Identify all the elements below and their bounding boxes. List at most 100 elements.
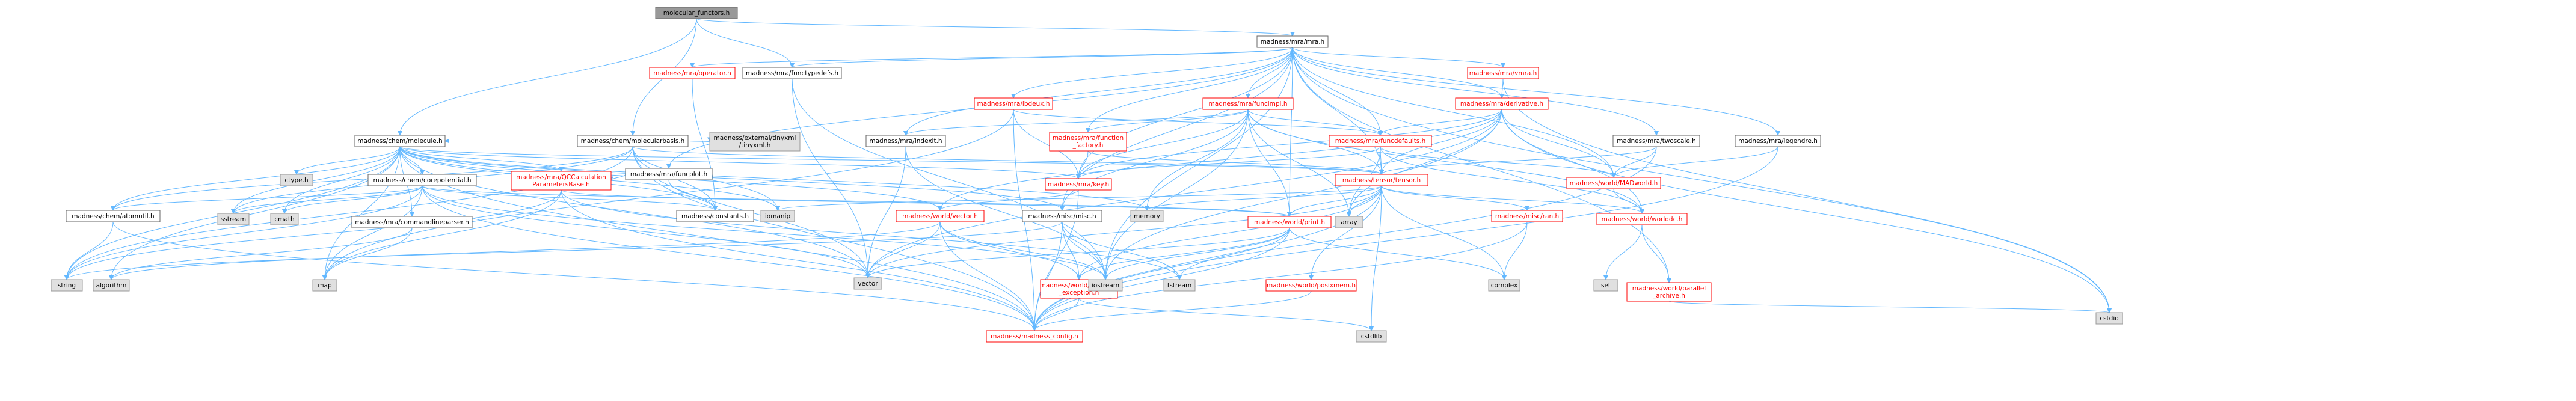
node-label: madness/chem/molecule.h: [357, 138, 442, 145]
edge-derivative-to-madworld: [1501, 109, 1616, 178]
node-label: madness/world/MADworld.h: [1570, 180, 1658, 187]
edge-worlddc-to-parallel: [1641, 224, 1671, 283]
node-box: [709, 132, 801, 152]
node-qccalc[interactable]: madness/mra/QCCalculationParametersBase.…: [511, 171, 612, 191]
node-worldprint[interactable]: madness/world/print.h: [1247, 216, 1332, 228]
edge-lbdeux-to-map: [322, 109, 1014, 280]
edge-mra_h-to-iostream: [1103, 47, 1293, 280]
node-funcdefaults[interactable]: madness/mra/funcdefaults.h: [1329, 135, 1432, 147]
node-tensor[interactable]: madness/tensor/tensor.h: [1335, 174, 1428, 186]
node-derivative[interactable]: madness/mra/derivative.h: [1455, 97, 1549, 110]
node-label: madness/world/print.h: [1254, 219, 1325, 226]
edge-worldvector-to-algorithm: [109, 221, 941, 280]
node-box: [354, 135, 446, 147]
node-label: madness/tensor/tensor.h: [1342, 177, 1421, 184]
node-box: [66, 210, 161, 222]
node-corepotential[interactable]: madness/chem/corepotential.h: [367, 174, 477, 186]
edge-lbdeux-to-funcdefaults: [1013, 109, 1383, 136]
node-operator-h[interactable]: madness/mra/operator.h: [649, 67, 736, 79]
node-label: ParametersBase.h: [532, 181, 590, 188]
edge-root-to-functypedefs: [696, 18, 795, 68]
edge-ran-to-config: [1032, 221, 1528, 331]
node-label: madness/mra/mra.h: [1261, 38, 1324, 46]
node-label: string: [58, 282, 76, 289]
edge-molecule-to-algorithm: [109, 146, 401, 280]
edge-key-to-worldvector: [938, 189, 1079, 211]
node-box: [280, 174, 313, 186]
node-box: [1566, 177, 1661, 189]
edge-worldvector-to-vector: [865, 221, 941, 278]
node-cmdparser[interactable]: madness/mra/commandlineparser.h: [351, 216, 473, 228]
node-label: complex: [1491, 282, 1518, 289]
node-layer: molecular_functors.h madness/mra/mra.h mad…: [51, 7, 2123, 343]
edge-derivative-to-iostream: [1103, 109, 1502, 280]
edge-worldprint-to-vector: [865, 227, 1290, 278]
edge-atomutil-to-string: [64, 221, 114, 280]
node-ran[interactable]: madness/misc/ran.h: [1491, 210, 1563, 222]
node-indexit[interactable]: madness/mra/indexit.h: [865, 135, 946, 147]
node-label: algorithm: [96, 282, 127, 289]
node-label: madness/mra/legendre.h: [1738, 138, 1818, 145]
node-lbdeux[interactable]: madness/mra/lbdeux.h: [974, 97, 1053, 110]
node-label: ctype.h: [284, 177, 308, 184]
node-box: [1455, 97, 1549, 110]
node-funcimpl[interactable]: madness/mra/funcimpl.h: [1202, 97, 1294, 110]
node-memory: memory: [1130, 210, 1164, 222]
node-box: [649, 67, 736, 79]
node-label: madness/mra/function: [1053, 135, 1124, 142]
node-box: [93, 279, 130, 292]
node-label: madness/mra/vmra.h: [1469, 70, 1537, 77]
node-label: madness/mra/functypedefs.h: [746, 70, 838, 77]
node-root[interactable]: molecular_functors.h: [655, 7, 738, 19]
edge-mra_h-to-funcimpl: [1246, 47, 1293, 99]
node-posixmem[interactable]: madness/world/posixmem.h: [1265, 279, 1357, 292]
edge-mra_h-to-indexit: [903, 47, 1293, 136]
node-label: map: [318, 282, 332, 289]
node-molbasis[interactable]: madness/chem/molecularbasis.h: [577, 135, 689, 147]
edge-mra_h-to-worldprint: [1287, 47, 1293, 217]
edge-layer: [64, 18, 2112, 331]
node-key[interactable]: madness/mra/key.h: [1045, 178, 1112, 191]
node-box: [312, 279, 337, 292]
node-config[interactable]: madness/madness_config.h: [986, 330, 1083, 343]
node-function-factory[interactable]: madness/mra/function_factory.h: [1049, 132, 1127, 152]
node-set: set: [1593, 279, 1618, 292]
edge-derivative-to-funcdefaults: [1378, 109, 1502, 136]
edge-funcimpl-to-function_factory: [1086, 109, 1249, 133]
edge-derivative-to-worlddc: [1501, 109, 1644, 214]
node-label: /tinyxml.h: [739, 142, 771, 149]
node-worldvector[interactable]: madness/world/vector.h: [896, 210, 985, 222]
edge-twoscale-to-madworld: [1611, 146, 1657, 178]
edge-posixmem-to-config: [1032, 290, 1312, 331]
node-twoscale[interactable]: madness/mra/twoscale.h: [1612, 135, 1700, 147]
node-cstdio: cstdio: [2095, 312, 2123, 325]
node-worlddc[interactable]: madness/world/worlddc.h: [1596, 213, 1688, 225]
edge-molecule-to-qccalc: [399, 146, 564, 172]
node-vmra[interactable]: madness/mra/vmra.h: [1467, 67, 1539, 79]
edge-cmdparser-to-algorithm: [109, 227, 413, 280]
edge-funcplot-to-qccalc: [609, 174, 626, 182]
node-label: madness/mra/derivative.h: [1460, 100, 1543, 108]
edge-misc-to-string: [64, 221, 1063, 280]
node-molecule[interactable]: madness/chem/molecule.h: [354, 135, 446, 147]
node-madworld[interactable]: madness/world/MADworld.h: [1566, 177, 1661, 189]
node-mra-h[interactable]: madness/mra/mra.h: [1256, 35, 1329, 48]
node-label: madness/misc/ran.h: [1495, 213, 1559, 220]
node-misc[interactable]: madness/misc/misc.h: [1022, 210, 1102, 222]
node-functypedefs[interactable]: madness/mra/functypedefs.h: [742, 67, 842, 79]
node-box: [865, 135, 946, 147]
node-atomutil[interactable]: madness/chem/atomutil.h: [66, 210, 161, 222]
node-legendre[interactable]: madness/mra/legendre.h: [1735, 135, 1821, 147]
node-box: [217, 213, 250, 225]
node-funcplot[interactable]: madness/mra/funcplot.h: [625, 168, 713, 180]
edge-tensor-to-complex: [1381, 185, 1507, 280]
edge-molecule-to-misc: [399, 146, 1065, 211]
node-box: [1593, 279, 1618, 292]
node-parallel[interactable]: madness/world/parallel_archive.h: [1626, 282, 1712, 302]
edge-derivative-to-vector: [865, 109, 1502, 278]
node-box: [511, 171, 612, 191]
node-constants[interactable]: madness/constants.h: [676, 210, 754, 222]
edge-mra_h-to-derivative: [1292, 47, 1504, 99]
node-box: [1335, 216, 1363, 228]
node-label: madness/mra/lbdeux.h: [977, 100, 1050, 108]
